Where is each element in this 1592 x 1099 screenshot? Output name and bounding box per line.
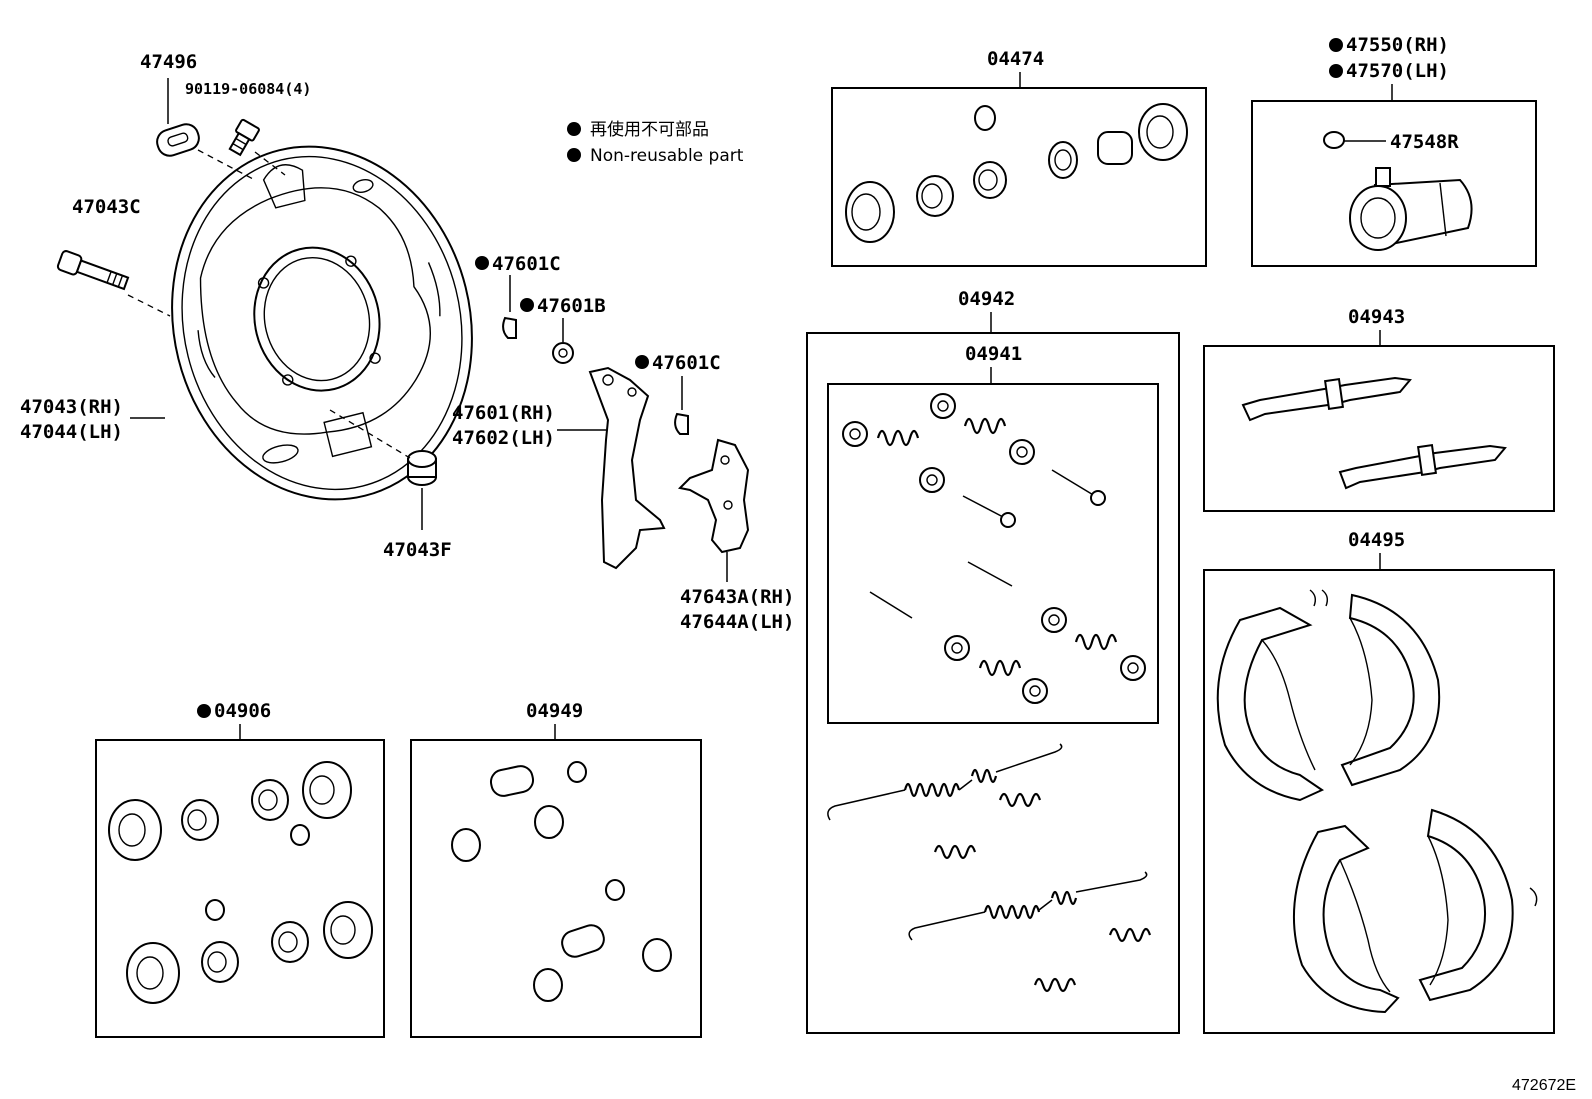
kit-04943-box: 04943: [1203, 306, 1555, 512]
label-47570-lh: 47570(LH): [1346, 60, 1449, 82]
label-47496: 47496: [140, 51, 197, 73]
nut-47043f-drawing: [407, 450, 437, 486]
legend-text-en: Non-reusable part: [590, 146, 744, 166]
figure-reference: 472672E: [1512, 1077, 1576, 1094]
label-04906: 04906: [214, 700, 271, 722]
adjuster-47643a-drawing: [677, 438, 750, 554]
lever-group: [475, 256, 750, 582]
kit-04474-box: 04474: [831, 48, 1207, 267]
label-47550-rh: 47550(RH): [1346, 34, 1449, 56]
brake-shoes-drawing: [1216, 589, 1538, 1014]
label-47043-rh: 47043(RH): [20, 396, 123, 418]
wheel-cylinder-box: 47550(RH) 47570(LH) 47548R: [1251, 34, 1537, 267]
non-reusable-bullet-icon: [1329, 64, 1343, 78]
c-clip-drawing: [674, 412, 689, 435]
plug-47496-drawing: [156, 123, 200, 157]
cylinder-cup-drawing: [845, 103, 1188, 243]
label-47601b: 47601B: [537, 295, 606, 317]
label-47043f: 47043F: [383, 539, 452, 561]
backing-plate-drawing: [171, 145, 473, 501]
backing-plate-group: [56, 78, 473, 530]
non-reusable-bullet-icon: [635, 355, 649, 369]
kit-04906-box: 04906: [95, 700, 385, 1038]
label-47602-lh: 47602(LH): [452, 427, 555, 449]
non-reusable-bullet-icon: [197, 704, 211, 718]
label-04474: 04474: [987, 48, 1044, 70]
legend: 再使用不可部品 Non-reusable part: [567, 119, 744, 166]
label-04942: 04942: [958, 288, 1015, 310]
label-04943: 04943: [1348, 306, 1405, 328]
label-47548r: 47548R: [1390, 131, 1459, 153]
bolt-47043c-drawing: [56, 250, 130, 291]
return-springs-drawing: [827, 743, 1152, 993]
label-47601c-right: 47601C: [652, 352, 721, 374]
wheel-cylinder-drawing: [1349, 167, 1473, 251]
kit-04942-box: 04942 04941: [806, 288, 1180, 1034]
hold-down-parts-drawing: [842, 393, 1146, 704]
repair-kit-04906-drawing: [108, 761, 373, 1004]
bolt-90119-drawing: [228, 118, 260, 157]
label-47601c-top: 47601C: [492, 253, 561, 275]
non-reusable-bullet-icon: [475, 256, 489, 270]
adjuster-screw-drawing: [1241, 376, 1507, 490]
label-04941: 04941: [965, 343, 1022, 365]
bleeder-plug-47548r-drawing: [1323, 131, 1386, 149]
label-04495: 04495: [1348, 529, 1405, 551]
non-reusable-bullet-icon: [1329, 38, 1343, 52]
label-47643a-rh: 47643A(RH): [680, 586, 794, 608]
non-reusable-bullet-icon: [567, 148, 581, 162]
label-47044-lh: 47044(LH): [20, 421, 123, 443]
label-47601-rh: 47601(RH): [452, 402, 555, 424]
label-04949: 04949: [526, 700, 583, 722]
kit-04949-box: 04949: [410, 700, 702, 1038]
non-reusable-bullet-icon: [567, 122, 581, 136]
label-47644a-lh: 47644A(LH): [680, 611, 794, 633]
lever-47601-drawing: [588, 366, 666, 570]
label-47043c: 47043C: [72, 196, 141, 218]
legend-text-jp: 再使用不可部品: [590, 119, 709, 140]
non-reusable-bullet-icon: [520, 298, 534, 312]
washer-47601b-drawing: [552, 342, 574, 364]
label-90119-06084: 90119-06084(4): [185, 80, 311, 98]
kit-04495-box: 04495: [1203, 529, 1555, 1034]
c-clip-drawing: [502, 316, 517, 339]
repair-kit-04949-drawing: [451, 761, 672, 1002]
